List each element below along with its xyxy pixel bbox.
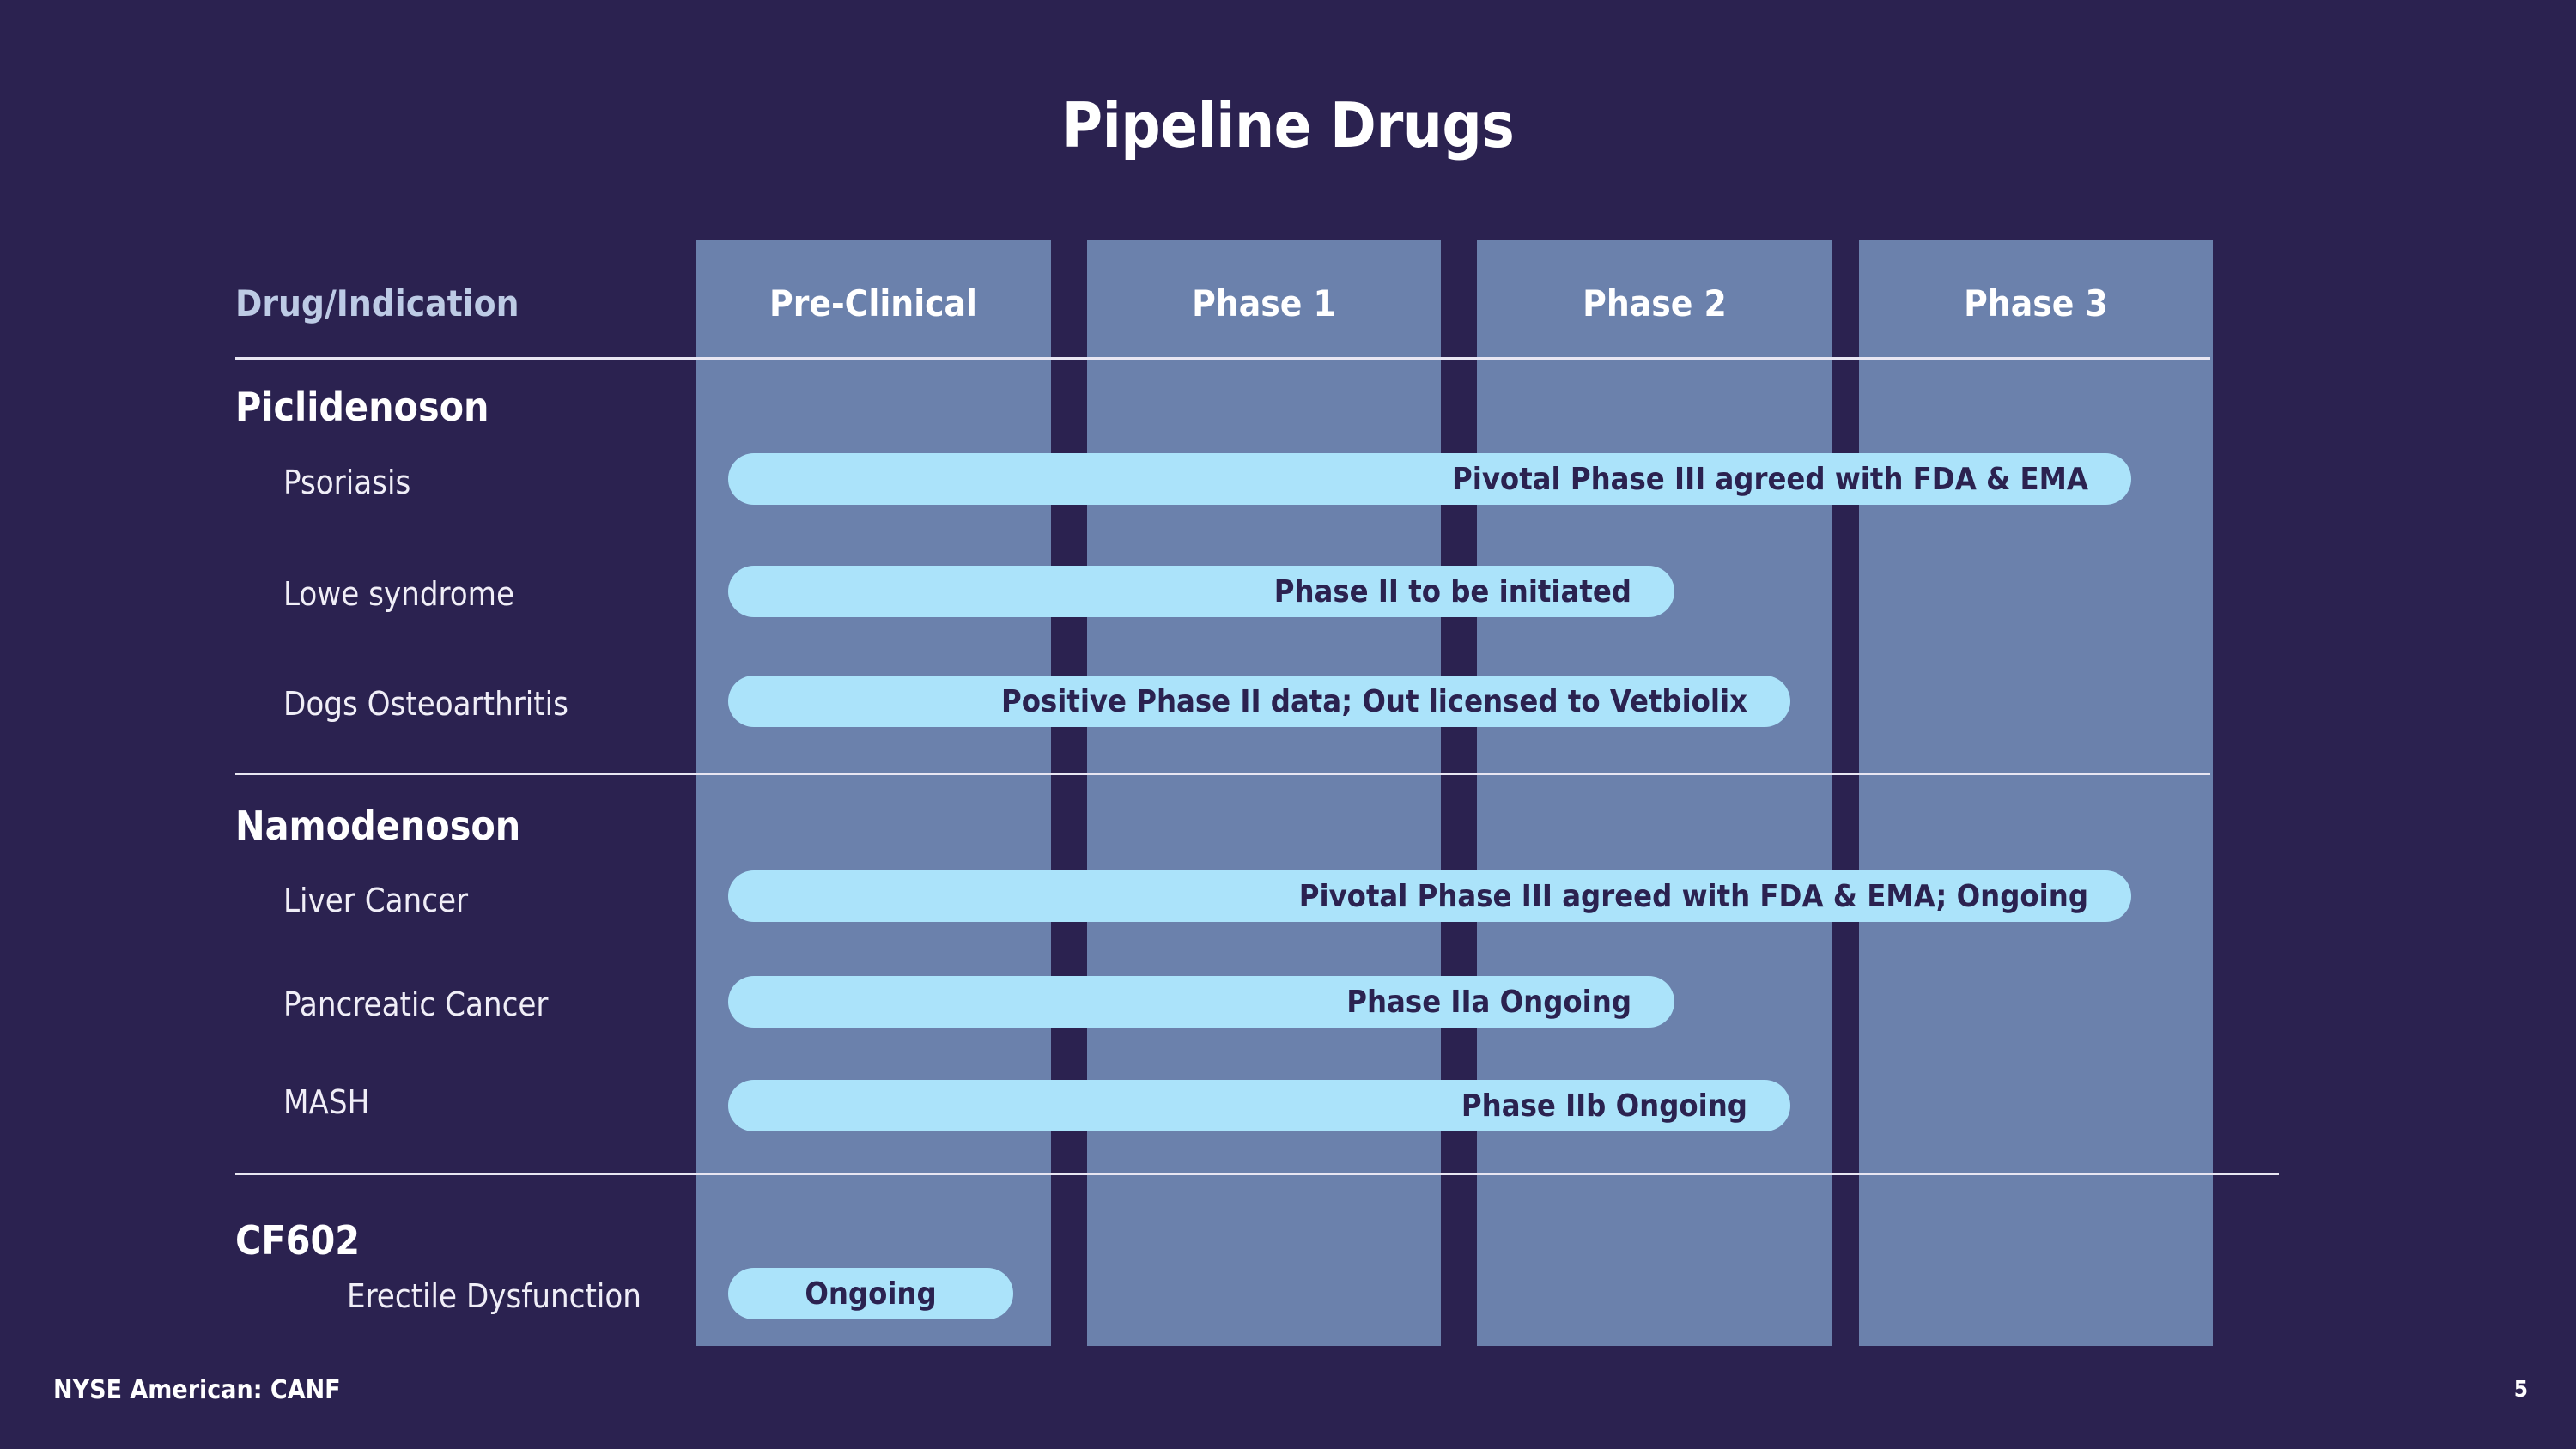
status-pill-lowe-syndrome[interactable]: Phase II to be initiated	[728, 566, 1674, 617]
footer-ticker: NYSE American: CANF	[53, 1375, 341, 1405]
divider-piclidenoson	[235, 773, 2210, 775]
indication-label-liver-cancer: Liver Cancer	[283, 882, 469, 919]
indication-label-erectile-dysfunction: Erectile Dysfunction	[347, 1277, 641, 1315]
column-header-phase-2: Phase 2	[1583, 282, 1727, 324]
drug-group-name-piclidenoson: Piclidenoson	[235, 384, 489, 430]
phase-band-phase-2	[1477, 240, 1832, 1346]
column-header-phase-1: Phase 1	[1192, 282, 1336, 324]
status-pill-mash[interactable]: Phase IIb Ongoing	[728, 1080, 1790, 1131]
drug-group-name-cf602: CF602	[235, 1217, 361, 1264]
status-pill-erectile-dysfunction[interactable]: Ongoing	[728, 1268, 1013, 1319]
footer-page-number: 5	[2513, 1377, 2528, 1403]
indication-label-psoriasis: Psoriasis	[283, 464, 411, 501]
column-header-drug-indication: Drug/Indication	[235, 282, 519, 324]
indication-label-dogs-osteoarthritis: Dogs Osteoarthritis	[283, 685, 568, 723]
divider-header	[235, 357, 2210, 360]
indication-label-lowe-syndrome: Lowe syndrome	[283, 575, 515, 613]
phase-band-phase-3	[1859, 240, 2213, 1346]
drug-group-name-namodenoson: Namodenoson	[235, 803, 521, 849]
phase-band-pre-clinical	[696, 240, 1051, 1346]
indication-label-mash: MASH	[283, 1083, 370, 1121]
page-title: Pipeline Drugs	[1061, 89, 1515, 161]
column-header-phase-3: Phase 3	[1964, 282, 2108, 324]
phase-band-phase-1	[1087, 240, 1441, 1346]
indication-label-pancreatic-cancer: Pancreatic Cancer	[283, 985, 549, 1023]
status-pill-pancreatic-cancer[interactable]: Phase IIa Ongoing	[728, 976, 1674, 1028]
status-pill-liver-cancer[interactable]: Pivotal Phase III agreed with FDA & EMA;…	[728, 870, 2131, 922]
status-pill-dogs-osteoarthritis[interactable]: Positive Phase II data; Out licensed to …	[728, 676, 1790, 727]
column-header-pre-clinical: Pre-Clinical	[769, 282, 977, 324]
divider-namodenoson	[235, 1173, 2279, 1175]
status-pill-psoriasis[interactable]: Pivotal Phase III agreed with FDA & EMA	[728, 453, 2131, 505]
